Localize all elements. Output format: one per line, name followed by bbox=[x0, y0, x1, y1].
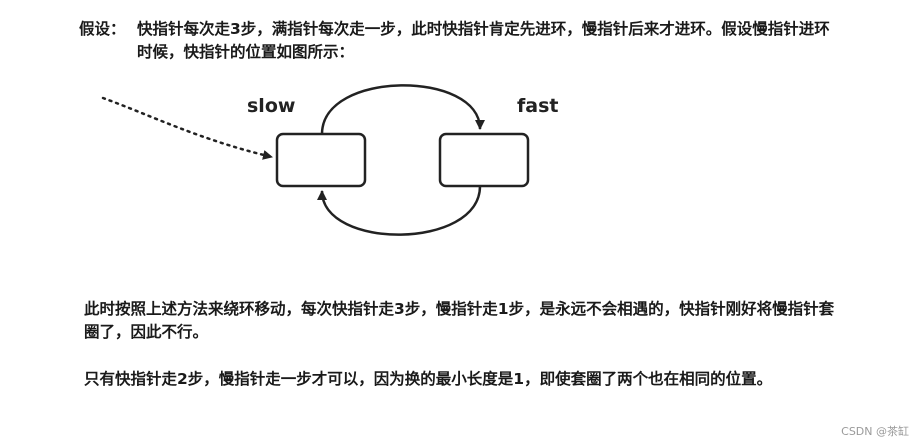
conclusion-paragraph-1: 此时按照上述方法来绕环移动，每次快指针走3步，慢指针走1步，是永远不会相遇的，快… bbox=[84, 300, 835, 341]
slow-node bbox=[275, 132, 367, 188]
csdn-watermark: CSDN @茶缸 bbox=[841, 425, 909, 438]
incoming-dotted-arrow bbox=[101, 96, 274, 160]
intro-label: 假设： bbox=[79, 20, 126, 38]
intro-text: 快指针每次走3步，满指针每次走一步，此时快指针肯定先进环，慢指针后来才进环。假设… bbox=[137, 20, 830, 61]
slow-label: slow bbox=[247, 95, 295, 117]
conclusion-paragraph-2: 只有快指针走2步，慢指针走一步才可以，因为换的最小长度是1，即使套圈了两个也在相… bbox=[84, 370, 773, 388]
fast-label: fast bbox=[517, 95, 558, 117]
top-arc-arrow bbox=[320, 84, 485, 135]
bottom-arc-arrow bbox=[317, 185, 482, 236]
fast-node bbox=[438, 132, 530, 188]
